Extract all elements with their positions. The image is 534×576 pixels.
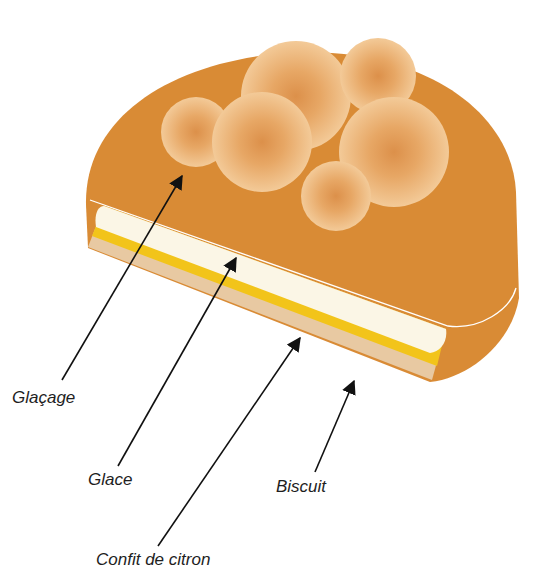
- part-label: Glaçage: [12, 388, 75, 408]
- biscuit-layer: [88, 206, 446, 380]
- glaze-bubbles: [161, 38, 449, 231]
- part-label: Confit de citron: [96, 550, 210, 570]
- leader-lines: [62, 176, 354, 546]
- part-label: Glace: [88, 470, 132, 490]
- ice-cream-layer: [95, 206, 446, 353]
- lemon-layer: [92, 206, 446, 366]
- part-label: Biscuit: [276, 477, 326, 497]
